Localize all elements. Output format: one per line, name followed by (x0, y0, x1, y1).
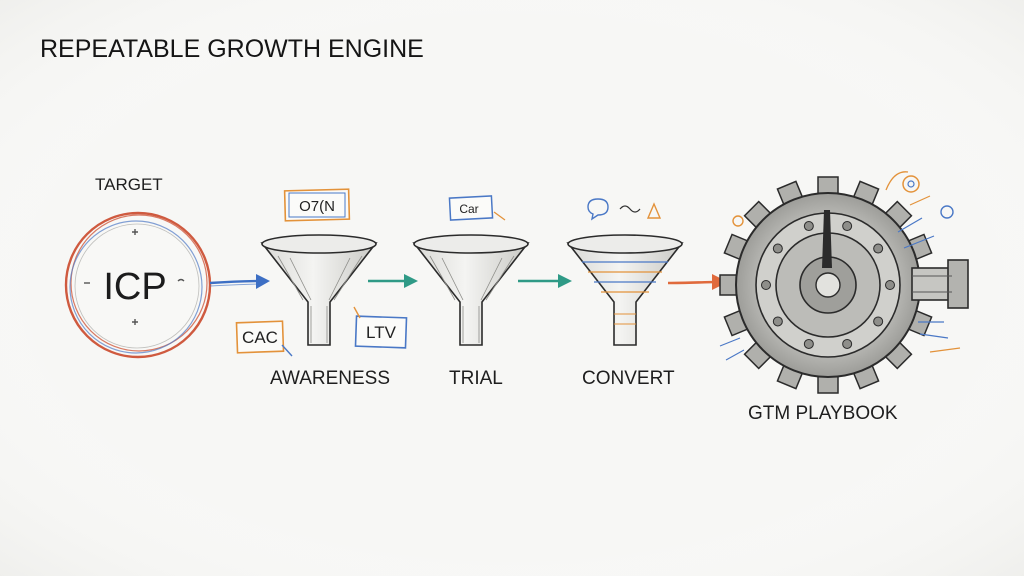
gtm-playbook-label: GTM PLAYBOOK (748, 403, 898, 424)
arrow-trial-to-convert (518, 274, 572, 288)
arrow-awareness-to-trial (368, 274, 418, 288)
gear-bolt (873, 316, 884, 327)
gear-bolt (873, 243, 884, 254)
svg-text:O7(N: O7(N (299, 198, 335, 215)
convert-label: CONVERT (582, 368, 675, 389)
convert-funnel (566, 234, 684, 346)
gear-bolt (842, 221, 853, 232)
gear-bolt (842, 338, 853, 349)
awareness-label: AWARENESS (270, 368, 390, 389)
trial-label: TRIAL (449, 368, 503, 389)
gear-bolt (761, 280, 771, 290)
chat-icons (587, 198, 662, 221)
cac-tag: CAC (235, 320, 293, 357)
engine-sparkle-icons (719, 171, 961, 361)
gear-bolt (803, 338, 814, 349)
gear-bolt (772, 243, 783, 254)
ltv-tag: LTV (353, 306, 408, 349)
gear-bolt (772, 316, 783, 327)
icp-label: ICP (103, 266, 166, 308)
top-metric-tag: O7(N (283, 188, 351, 222)
icp-target-circle: ICP (64, 211, 212, 359)
diagram-title: REPEATABLE GROWTH ENGINE (40, 35, 424, 63)
svg-text:Car: Car (459, 202, 478, 216)
svg-text:CAC: CAC (242, 328, 278, 347)
svg-text:LTV: LTV (366, 323, 397, 342)
trial-funnel (412, 234, 530, 346)
gear-bolt (885, 280, 895, 290)
arrow-icp-to-awareness (209, 274, 270, 289)
car-tag: Car (448, 195, 506, 221)
gtm-gear-engine (719, 176, 969, 394)
awareness-funnel (260, 234, 378, 346)
target-caption: TARGET (95, 175, 163, 194)
gear-bolt (803, 221, 814, 232)
